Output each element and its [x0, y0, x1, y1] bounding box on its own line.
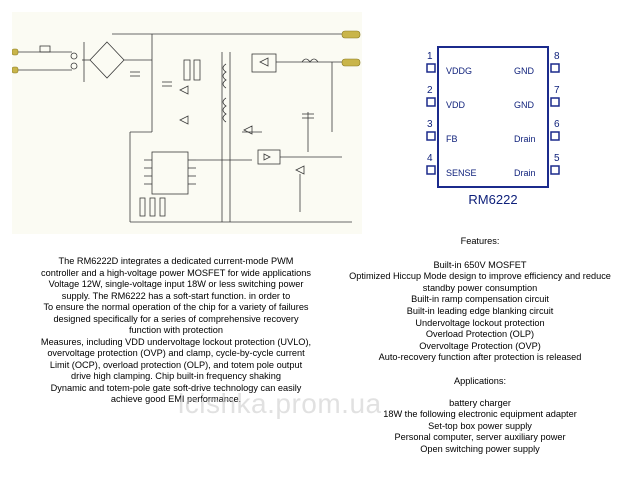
feature-item: Undervoltage lockout protection: [415, 317, 545, 328]
description-line: Limit (OCP), overload protection (OLP), …: [49, 359, 303, 370]
application-item: Set-top box power supply: [428, 420, 532, 431]
applications-list: battery charger 18W the following electr…: [330, 398, 630, 456]
application-item: Personal computer, server auxiliary powe…: [394, 432, 566, 443]
features-section: Features: Built-in 650V MOSFET Optimized…: [330, 236, 630, 456]
pin-label: FB: [446, 134, 458, 144]
feature-item: Built-in leading edge blanking circuit: [406, 305, 554, 316]
pin-number: 6: [554, 119, 560, 130]
feature-item: Optimized Hiccup Mode design to improve …: [349, 271, 611, 282]
pin-label: Drain: [514, 168, 536, 178]
application-item: 18W the following electronic equipment a…: [383, 409, 577, 420]
description-line: The RM6222D integrates a dedicated curre…: [58, 256, 294, 266]
feature-item: standby power consumption: [422, 282, 538, 293]
pin-number: 1: [427, 51, 433, 62]
pin-label: Drain: [514, 134, 536, 144]
chip-package-outline: [426, 46, 560, 188]
description-line: Dynamic and totem-pole gate soft-drive t…: [50, 382, 302, 393]
description-line: designed specifically for a series of co…: [53, 313, 299, 324]
pin-number: 3: [427, 119, 433, 130]
description-line: overvoltage protection (OVP) and clamp, …: [47, 348, 305, 358]
description-line: achieve good EMI performance.: [110, 394, 242, 404]
feature-item: Built-in 650V MOSFET: [433, 259, 527, 270]
pin-number: 7: [554, 85, 560, 96]
feature-item: Built-in ramp compensation circuit: [411, 294, 549, 305]
pin-label: VDD: [446, 100, 466, 110]
features-list: Built-in 650V MOSFET Optimized Hiccup Mo…: [330, 260, 630, 364]
pin-label: VDDG: [446, 66, 473, 76]
feature-item: Overvoltage Protection (OVP): [419, 340, 541, 351]
pin-number: 5: [554, 153, 560, 164]
feature-item: Overload Protection (OLP): [425, 329, 535, 340]
pin-label: SENSE: [446, 168, 477, 178]
pin-number: 2: [427, 85, 433, 96]
application-item: Open switching power supply: [420, 443, 540, 454]
pin-number: 8: [554, 51, 560, 62]
applications-title: Applications:: [453, 375, 507, 386]
chip-pinout: 1 VDDG 2 VDD 3 FB 4 SENSE 8 GND 7 GND 6 …: [418, 42, 568, 222]
description-line: controller and a high-voltage power MOSF…: [41, 267, 311, 278]
schematic-drawing: [11, 12, 362, 234]
pin-label: GND: [514, 66, 534, 76]
features-title: Features:: [460, 236, 500, 246]
application-item: battery charger: [449, 397, 511, 408]
chip-part-number: RM6222: [468, 192, 518, 207]
pin-label: GND: [514, 100, 534, 110]
description-text: The RM6222D integrates a dedicated curre…: [38, 256, 314, 406]
pin-number: 4: [427, 153, 433, 164]
description-line: Voltage 12W, single-voltage input 18W or…: [48, 279, 304, 289]
description-line: supply. The RM6222 has a soft-start func…: [61, 290, 291, 301]
feature-item: Auto-recovery function after protection …: [378, 352, 582, 363]
description-line: function with protection: [129, 325, 223, 335]
description-line: drive high clamping. Chip built-in frequ…: [71, 371, 281, 381]
description-line: To ensure the normal operation of the ch…: [43, 302, 309, 312]
description-line: Measures, including VDD undervoltage loc…: [40, 336, 312, 347]
circuit-schematic: [11, 12, 362, 234]
